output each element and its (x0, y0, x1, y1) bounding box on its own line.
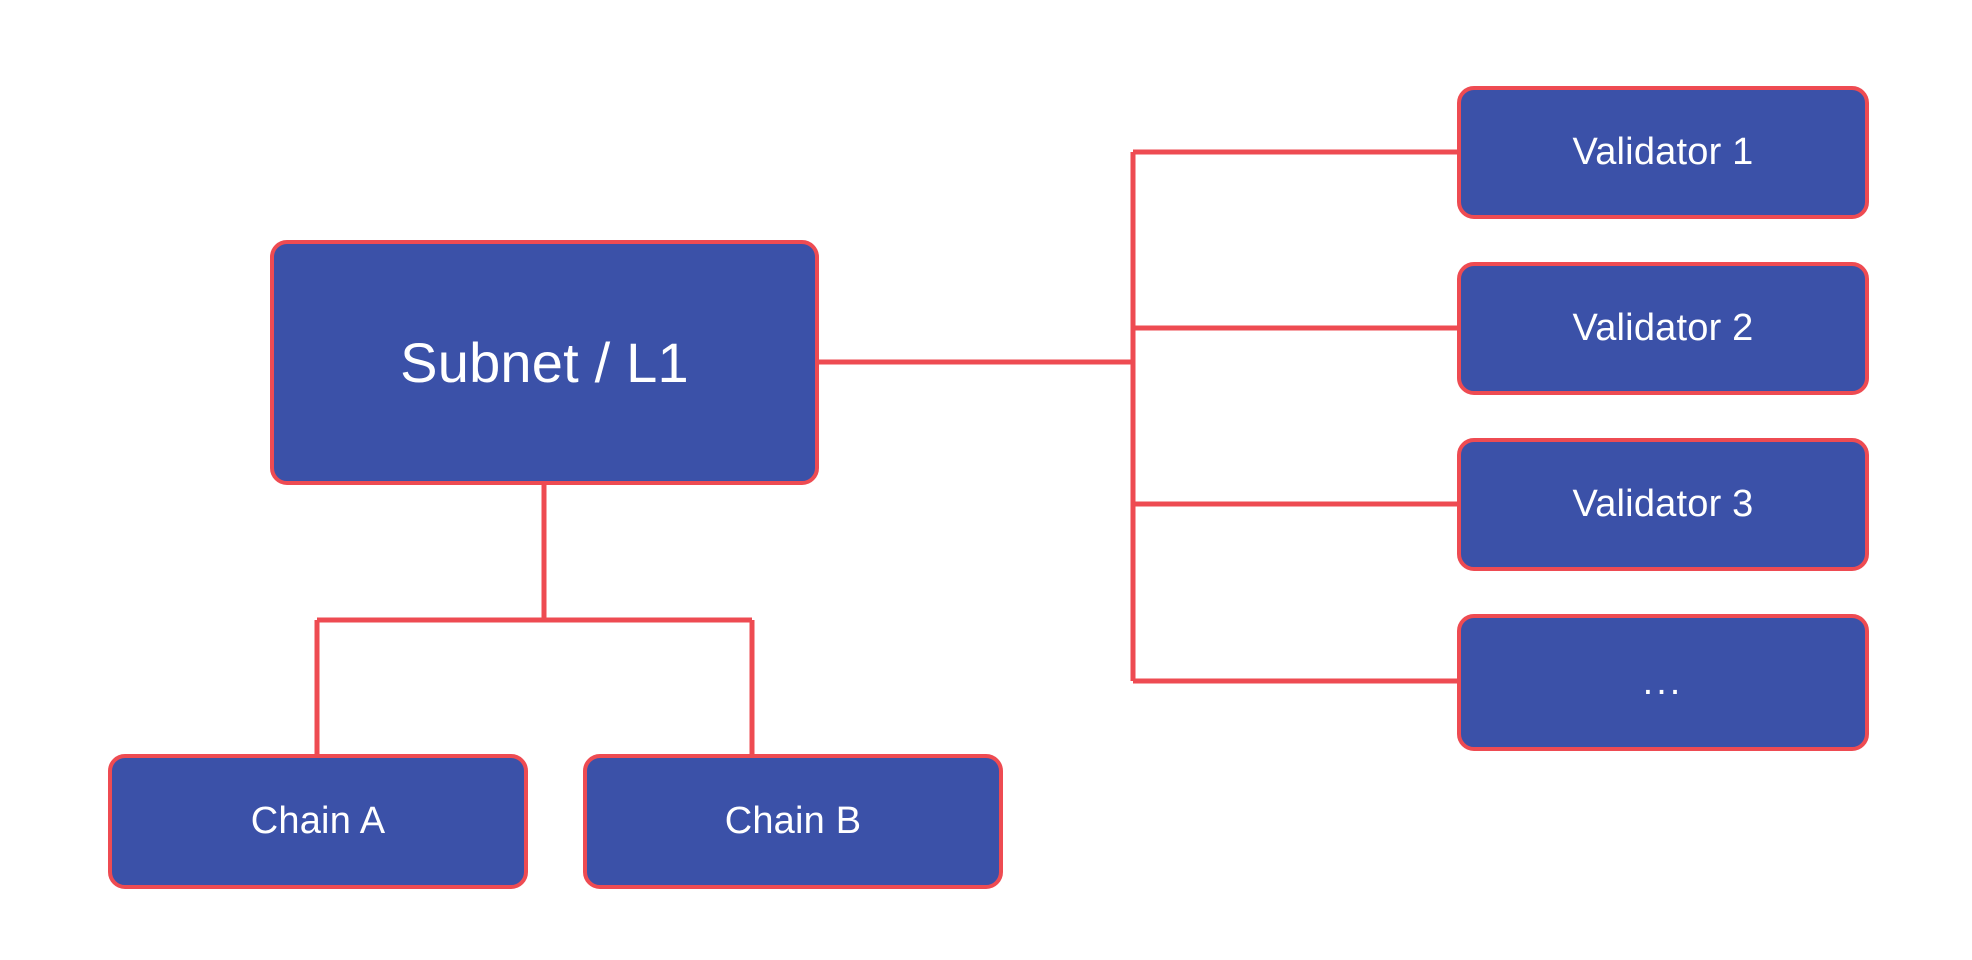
node-validator-3[interactable]: Validator 3 (1457, 438, 1869, 571)
node-chain-b[interactable]: Chain B (583, 754, 1003, 889)
node-validator-1[interactable]: Validator 1 (1457, 86, 1869, 219)
node-subnet-l1[interactable]: Subnet / L1 (270, 240, 819, 485)
node-validator-more-label: ... (1642, 660, 1684, 703)
node-validator-1-label: Validator 1 (1572, 130, 1754, 173)
node-subnet-l1-label: Subnet / L1 (400, 330, 689, 394)
node-validator-more[interactable]: ... (1457, 614, 1869, 751)
node-validator-2[interactable]: Validator 2 (1457, 262, 1869, 395)
node-validator-2-label: Validator 2 (1572, 306, 1754, 349)
node-chain-a-label: Chain A (250, 799, 386, 842)
node-chain-b-label: Chain B (724, 799, 862, 842)
node-validator-3-label: Validator 3 (1572, 482, 1754, 525)
node-chain-a[interactable]: Chain A (108, 754, 528, 889)
